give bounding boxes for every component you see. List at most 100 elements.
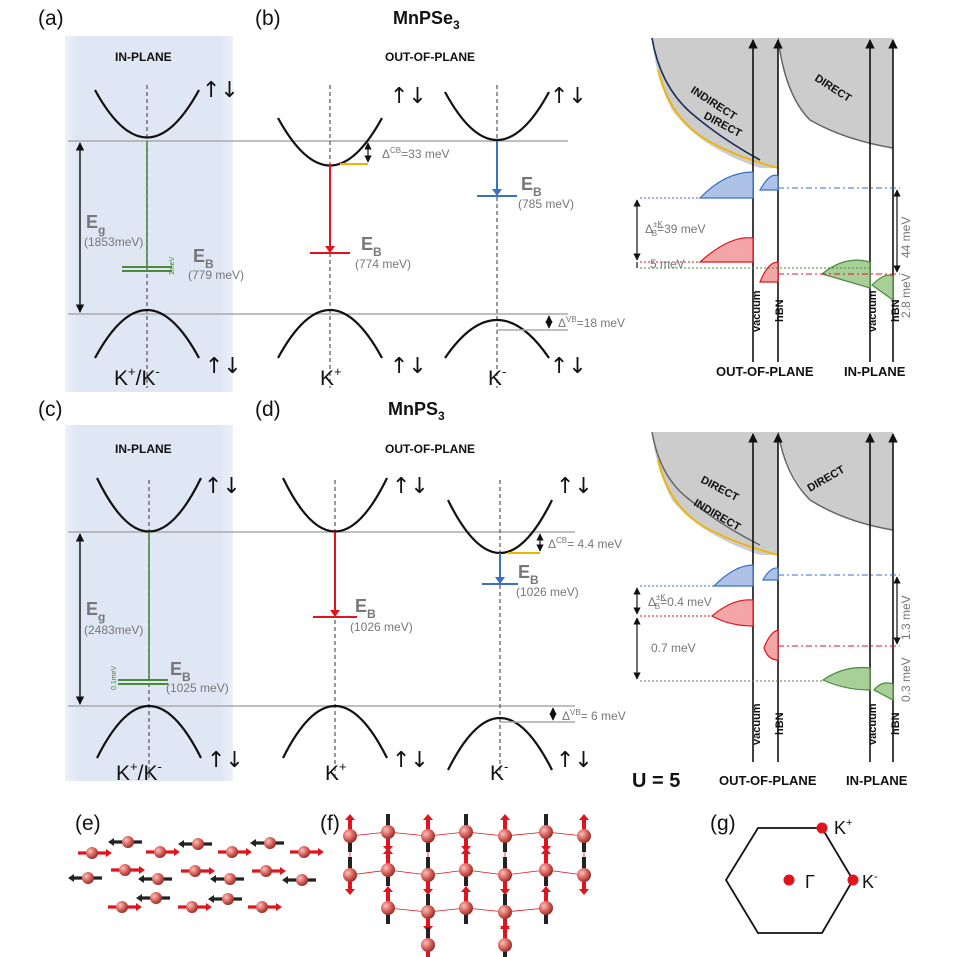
eb-value-kplus-bottom: (1026 meV) <box>350 620 413 634</box>
spin-atom-f-13 <box>539 848 553 886</box>
valence-band-kplus-top <box>277 308 383 359</box>
valley-label-kminus-top: K- <box>488 364 506 390</box>
band-edge-direct-top-right <box>777 37 894 149</box>
band-edge-indirect-top <box>651 37 761 161</box>
kminus-label: K- <box>862 871 878 892</box>
eb-symbol-kminus-top: EB <box>521 174 542 199</box>
delta-cb-label-bottom: ΔCB= 4.4 meV <box>548 536 622 551</box>
side-label-07-bottom: 0.7 meV <box>651 641 696 655</box>
split-label-a: 1meV <box>169 256 176 275</box>
spin-atom-f-2 <box>381 814 395 852</box>
spin-atom-e-11 <box>181 865 215 877</box>
peak-red-vacuum-bottom <box>710 599 754 627</box>
peak-blue-vacuum-bottom <box>712 564 754 587</box>
panel-label-d: (d) <box>255 398 281 421</box>
delta-cb-label-top: ΔCB=33 meV <box>382 146 450 161</box>
red-arrowhead-top <box>325 246 335 253</box>
spin-atom-e-17 <box>178 901 212 913</box>
spin-atom-e-8 <box>68 872 102 884</box>
conduction-band-kplus-bottom <box>282 477 388 533</box>
gamma-label: Γ <box>805 872 815 892</box>
spin-atom-f-9 <box>381 848 395 886</box>
spin-arrows-kplus-cb-bottom: ↑↓ <box>392 474 429 499</box>
valley-label-kplus-bottom: K+ <box>325 759 347 785</box>
valley-label-kpkm-top: K+/K- <box>114 364 160 390</box>
eb-value-a: (779 meV) <box>188 268 244 282</box>
valley-label-kminus-bottom: K- <box>490 759 508 785</box>
heading-outofplane-top: OUT-OF-PLANE <box>385 50 475 64</box>
conduction-band-a <box>94 89 200 139</box>
spin-atom-f-1 <box>343 814 357 852</box>
spin-atom-f-14 <box>577 857 591 895</box>
valley-label-kpkm-bottom: K+/K- <box>116 759 162 785</box>
panel-label-f: (f) <box>320 812 340 835</box>
heading-inplane-top: IN-PLANE <box>115 50 172 64</box>
inplane-shade-top <box>65 36 233 392</box>
side-label-28-top: 2.8 meV <box>899 273 913 318</box>
spin-atom-e-3 <box>146 846 180 858</box>
eg-symbol-bottom: Eg <box>86 599 105 624</box>
eg-symbol-top: Eg <box>86 212 105 237</box>
spin-atom-f-12 <box>498 857 512 895</box>
eb-symbol-kplus-top: EB <box>361 234 382 259</box>
spin-atom-f-5 <box>498 814 512 852</box>
spin-atom-f-8 <box>343 857 357 895</box>
peak-red-vacuum-top <box>698 237 754 263</box>
spin-atom-f-15 <box>381 886 395 924</box>
eb-value-kminus-top: (785 meV) <box>518 197 574 211</box>
peak-green-hbn-bottom <box>873 682 894 701</box>
peak-red-hbn-bottom <box>763 629 779 661</box>
spin-atom-f-7 <box>577 814 591 852</box>
side-label-13-bottom: 1.3 meV <box>899 595 913 640</box>
footer-oop-bottom: OUT-OF-PLANE <box>719 773 817 788</box>
spin-atom-e-13 <box>252 865 286 877</box>
band-edge-direct-bottom <box>651 431 761 546</box>
footer-ip-top: IN-PLANE <box>844 364 906 379</box>
spin-arrows-kminus-cb-top: ↑↓ <box>550 84 587 109</box>
band-fill-left-top <box>652 38 778 168</box>
eb-value-kminus-bottom: (1026 meV) <box>516 585 579 599</box>
env-label-hbn-oop-top: hBN <box>774 299 786 322</box>
delta-vb-label-bottom: ΔVB= 6 meV <box>562 708 626 723</box>
peak-blue-hbn-bottom <box>761 567 779 581</box>
env-label-vacuum-oop-top: vacuum <box>751 290 763 332</box>
spin-atom-f-3 <box>421 814 435 852</box>
peak-green-vacuum-top <box>820 259 871 289</box>
compound-title-top: MnPSe3 <box>393 8 460 32</box>
spin-atom-f-10 <box>421 857 435 895</box>
valley-label-kplus-top: K+ <box>320 364 342 390</box>
env-label-vacuum-ip-bottom: vacuum <box>867 703 879 745</box>
spin-atom-e-1 <box>78 847 112 859</box>
spin-atom-e-4 <box>178 838 212 850</box>
conduction-band-kminus-top <box>444 91 550 142</box>
gamma-point <box>783 874 795 886</box>
spin-arrows-a-vb: ↑↓ <box>205 354 242 379</box>
spin-atom-e-12 <box>210 873 244 885</box>
peak-green-vacuum-bottom <box>821 666 871 691</box>
heading-outofplane-bottom: OUT-OF-PLANE <box>385 442 475 456</box>
band-fill-left-bottom <box>652 432 778 555</box>
peak-blue-hbn-top <box>758 174 779 191</box>
eb-symbol-c: EB <box>170 659 191 684</box>
spin-atom-e-16 <box>136 892 170 904</box>
kminus-point <box>847 874 859 886</box>
side-label-03-bottom: 0.3 meV <box>899 657 913 702</box>
red-arrowhead-bottom <box>330 610 340 617</box>
valence-band-kplus-bottom <box>282 704 388 759</box>
spin-atom-e-6 <box>250 837 284 849</box>
spin-arrows-kplus-cb-top: ↑↓ <box>390 84 427 109</box>
brillouin-zone: K+ K- Γ <box>724 817 878 934</box>
heading-inplane-bottom: IN-PLANE <box>115 442 172 456</box>
panel-label-g: (g) <box>710 812 736 835</box>
spin-atom-f-6 <box>539 814 553 852</box>
valence-band-kminus-bottom <box>447 716 553 771</box>
eg-value-bottom: (2483meV) <box>84 623 143 637</box>
valence-band-a <box>94 308 200 359</box>
side-label-5-top: 5 meV <box>650 257 685 271</box>
env-label-hbn-ip-bottom: hBN <box>890 712 902 735</box>
lattice-in-plane <box>68 836 324 913</box>
panel-label-e: (e) <box>75 812 101 835</box>
